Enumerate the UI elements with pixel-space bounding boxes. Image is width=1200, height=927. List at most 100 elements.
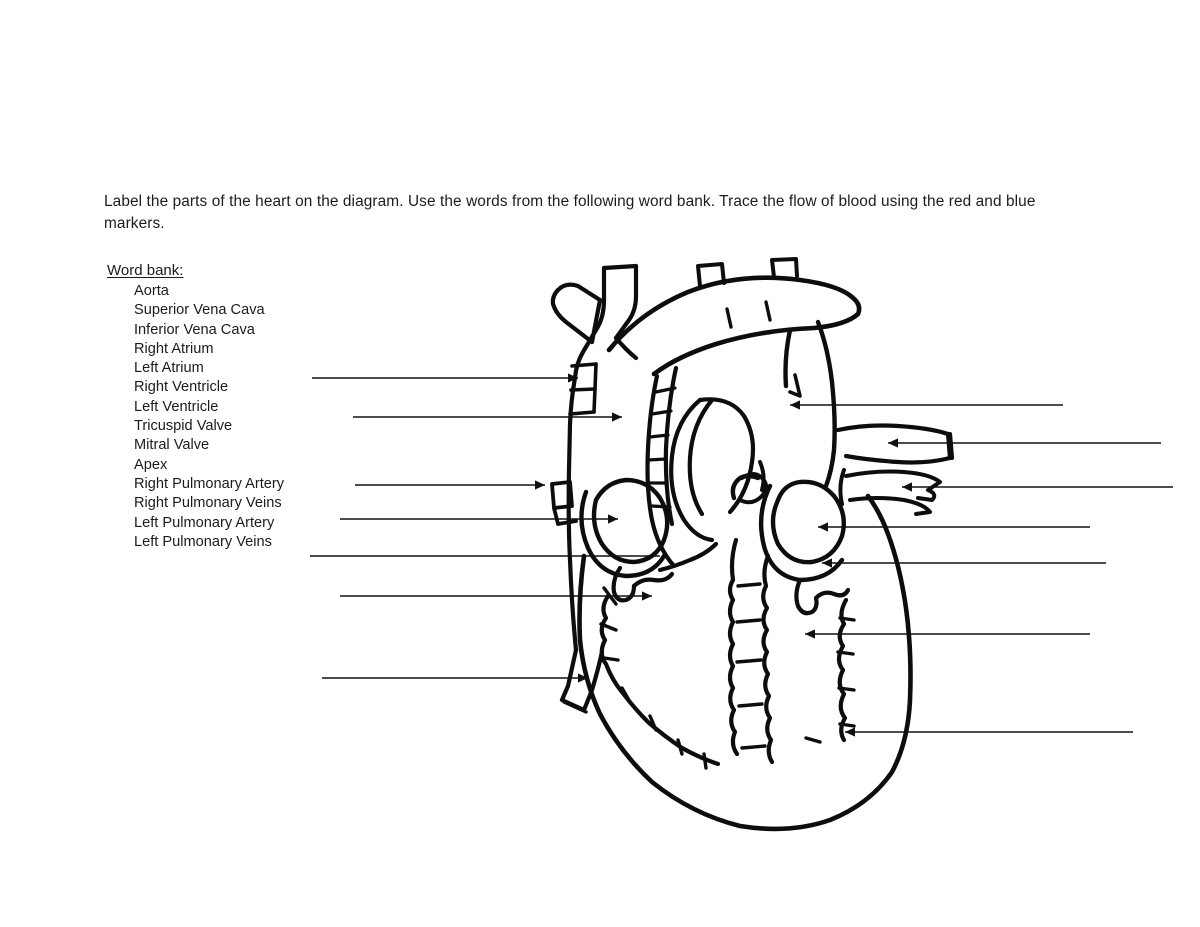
svc-descending-left-icon: [566, 375, 579, 653]
brachiocephalic-branch-upper-icon: [555, 282, 603, 303]
inferior-vena-cava-stub-icon: [559, 647, 595, 713]
arch-mark-1-icon: [725, 307, 733, 329]
mitral-leaflet-right-icon: [813, 587, 851, 601]
svc-band-1-icon: [570, 362, 598, 368]
word-bank-item: Right Atrium: [134, 340, 214, 357]
lv-trabecula-1-icon: [838, 616, 856, 622]
leader-line-12[interactable]: [822, 558, 1106, 568]
word-bank-item: Left Ventricle: [134, 398, 219, 415]
right-ventricle-inner-wall-icon: [599, 593, 721, 767]
septum-rung-1-icon: [736, 582, 762, 588]
rv-trabecula-7-icon: [702, 752, 708, 770]
leader-lines-right: [790, 400, 1173, 737]
left-pulmonary-veins-junction-icon: [838, 468, 846, 506]
leader-line-2[interactable]: [353, 412, 622, 422]
word-bank-item: Mitral Valve: [134, 437, 210, 454]
myocardium-outer-wall-icon: [577, 531, 913, 832]
left-carotid-stub-icon: [696, 262, 726, 288]
svc-left-wall-icon: [572, 265, 607, 381]
ascending-aorta-inner-icon: [663, 365, 679, 527]
mitral-leaflet-left-icon: [794, 577, 819, 616]
aortic-arch-outer-icon: [606, 275, 855, 353]
rv-trabecula-1-icon: [602, 586, 618, 606]
word-bank-item: Right Ventricle: [134, 379, 229, 396]
leader-line-3[interactable]: [355, 480, 545, 490]
leader-line-14[interactable]: [845, 727, 1133, 737]
lv-trabecula-4-icon: [838, 722, 856, 728]
septum-rung-4-icon: [737, 702, 764, 708]
pulmonary-trunk-right-icon: [697, 397, 756, 515]
left-pulmonary-veins-lower-icon: [848, 496, 932, 516]
leader-line-4[interactable]: [340, 514, 618, 524]
aorta-rung-2-icon: [650, 409, 673, 416]
leader-line-10[interactable]: [902, 482, 1173, 492]
rv-trabecula-6-icon: [676, 738, 684, 756]
septum-rung-3-icon: [735, 658, 763, 664]
left-pulmonary-veins-upper-icon: [844, 469, 942, 502]
right-atrium-chamber-icon: [591, 477, 670, 565]
aortic-arch-inner-icon: [651, 294, 862, 377]
brachiocephalic-branch-tip-icon: [589, 297, 603, 345]
leader-line-6[interactable]: [340, 591, 652, 601]
arch-mark-2-icon: [764, 300, 772, 322]
aorta-arrow-mark-icon: [788, 373, 802, 398]
word-bank-item: Aorta: [134, 283, 169, 299]
leader-line-7[interactable]: [322, 673, 588, 683]
ivc-cut-edge-icon: [562, 700, 588, 714]
tricuspid-annulus-icon: [657, 541, 719, 573]
lv-trabecula-3-icon: [837, 686, 856, 692]
brachiocephalic-branch-lower-icon: [550, 287, 595, 345]
pulmonary-valve-leaflet-icon: [738, 472, 768, 505]
leader-line-13[interactable]: [805, 629, 1090, 639]
rv-trabecula-2-icon: [599, 622, 618, 632]
right-atrium-outer-wall-icon: [579, 489, 667, 579]
word-bank-item: Right Pulmonary Veins: [134, 495, 282, 512]
ivc-inner-edge-icon: [589, 649, 605, 693]
pulmonary-trunk-inner-icon: [687, 397, 715, 517]
word-bank-title: Word bank:: [107, 262, 184, 279]
word-bank-item: Inferior Vena Cava: [134, 321, 255, 338]
svc-top-edge-icon: [601, 263, 639, 271]
myocardium-upper-right-icon: [865, 493, 891, 537]
rv-trabecula-3-icon: [602, 656, 620, 662]
right-pulmonary-veins-stub-icon: [552, 506, 578, 526]
rv-trabecula-5-icon: [648, 714, 658, 732]
leader-line-9[interactable]: [888, 438, 1161, 448]
descending-aorta-right-icon: [815, 319, 837, 489]
word-bank-item: Superior Vena Cava: [134, 302, 265, 319]
septum-right-edge-icon: [761, 553, 775, 765]
left-pulmonary-artery-stub-icon: [835, 423, 953, 465]
ascending-aorta-left-icon: [645, 373, 677, 569]
aorta-rung-6-icon: [650, 504, 672, 509]
lv-trabecula-2-icon: [836, 650, 855, 656]
word-bank-list: Aorta Superior Vena Cava Inferior Vena C…: [107, 282, 367, 552]
left-subclavian-stub-icon: [770, 257, 799, 279]
left-pulmonary-artery-end-icon: [947, 431, 955, 461]
pulmonary-valve-cusp-icon: [758, 460, 766, 492]
left-ventricle-inner-wall-icon: [836, 597, 849, 743]
svc-band-right2-icon: [592, 387, 597, 414]
leader-line-11[interactable]: [818, 522, 1090, 532]
svc-inner-joint-icon: [613, 335, 639, 361]
septum-left-edge-icon: [727, 537, 740, 757]
aorta-rung-3-icon: [648, 433, 670, 439]
left-atrium-upper-joint-icon: [730, 473, 761, 501]
leader-line-8[interactable]: [790, 400, 1063, 410]
rv-trabecula-4-icon: [620, 686, 632, 704]
aorta-rung-1-icon: [654, 386, 677, 394]
svc-band-right-icon: [593, 362, 598, 391]
word-bank-item: Tricuspid Valve: [134, 418, 233, 435]
pulmonary-trunk-outer-icon: [669, 397, 715, 543]
svc-right-wall-icon: [613, 263, 639, 341]
tricuspid-leaflet-left-icon: [611, 565, 637, 603]
svc-band-2-icon: [569, 387, 597, 392]
tricuspid-leaflet-right-icon: [631, 571, 675, 589]
instructions-text: Label the parts of the heart on the diag…: [104, 193, 1036, 233]
left-atrium-outer-wall-icon: [758, 483, 845, 583]
descending-aorta-mid-icon: [783, 327, 793, 389]
left-atrium-chamber-icon: [770, 479, 846, 565]
svc-band-3-icon: [568, 410, 596, 416]
word-bank-item: Right Pulmonary Artery: [134, 475, 285, 492]
word-bank-item: Left Pulmonary Artery: [134, 514, 275, 531]
